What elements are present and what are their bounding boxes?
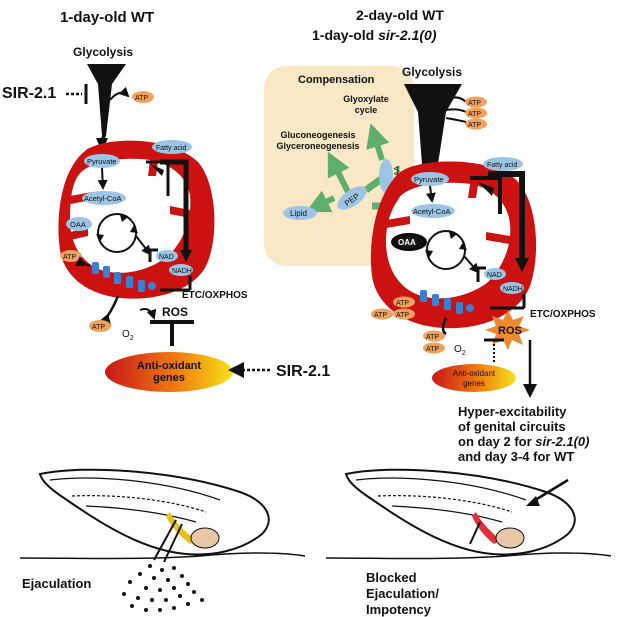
right-ros: ROS (498, 325, 522, 337)
right-tca-cycle (426, 230, 466, 270)
left-nad (156, 250, 178, 262)
left-oaa (66, 217, 92, 231)
svg-text:ATP: ATP (374, 312, 387, 319)
svg-text:Anti-oxidant: Anti-oxidant (137, 360, 201, 372)
svg-text:OAA: OAA (398, 238, 416, 247)
svg-text:ATP: ATP (396, 300, 409, 307)
right-spicule-red (472, 512, 500, 544)
svg-text:ATP: ATP (426, 346, 439, 353)
right-oaa-dark (391, 233, 427, 251)
left-glycolysis-arrow (87, 64, 126, 150)
svg-text:ATP: ATP (92, 324, 105, 331)
left-acetyl-coa (82, 191, 126, 205)
right-pep (337, 186, 367, 210)
svg-text:ATP: ATP (396, 312, 409, 319)
left-pyruvate (84, 154, 120, 168)
svg-text:ATP: ATP (468, 111, 481, 118)
left-panel: 1-day-old WT Glycolysis SIR-2.1 ATP Fatt… (2, 9, 330, 392)
svg-text:Acetyl-CoA: Acetyl-CoA (84, 194, 122, 203)
svg-text:ATP: ATP (63, 254, 76, 261)
left-atp-top (132, 91, 154, 103)
right-pyruvate (411, 172, 449, 186)
svg-text:Pyruvate: Pyruvate (87, 157, 117, 166)
svg-text:OAA: OAA (70, 220, 86, 229)
svg-text:Lipid: Lipid (290, 209, 307, 218)
right-oaa-vertical (379, 159, 393, 193)
left-atp-bottom (89, 320, 111, 332)
left-nadh (169, 264, 193, 276)
right-outcome: Blocked Ejaculation/ Impotency (366, 570, 443, 617)
right-acetyl-coa (411, 204, 455, 218)
svg-text:NADH: NADH (503, 286, 523, 293)
right-fatty-acid (483, 157, 523, 171)
left-male-tail: Ejaculation (19, 468, 306, 612)
svg-text:genes: genes (153, 372, 185, 384)
left-ros: ROS (162, 305, 188, 319)
left-glycolysis-label: Glycolysis (73, 45, 133, 59)
left-fatty-acid (152, 140, 192, 154)
right-o2: O2 (454, 344, 466, 357)
svg-text:ATP: ATP (426, 334, 439, 341)
right-male-tail: Blocked Ejaculation/ Impotency (325, 468, 612, 617)
svg-text:OAA: OAA (392, 166, 401, 182)
svg-text:genes: genes (463, 379, 485, 388)
right-antioxidant-genes (432, 364, 516, 392)
left-title: 1-day-old WT (60, 9, 154, 26)
right-nadh (500, 282, 524, 294)
svg-text:ATP: ATP (468, 122, 481, 129)
left-sir-inhibitor-label: SIR-2.1 (2, 85, 56, 102)
left-o2: O2 (122, 329, 134, 342)
svg-text:NAD: NAD (159, 254, 174, 261)
right-nad (484, 268, 506, 280)
right-glycolysis-label: Glycolysis (402, 65, 462, 79)
left-etc-complexes (92, 262, 156, 292)
left-etc-label: ETC/OXPHOS (182, 290, 248, 301)
right-etc-label: ETC/OXPHOS (530, 309, 596, 320)
svg-text:Pyruvate: Pyruvate (414, 175, 444, 184)
right-glycolysis-arrow (404, 84, 462, 180)
right-atp-cluster: ATP ATP ATP ATP ATP (371, 296, 445, 354)
compensation-label: Compensation (298, 74, 375, 86)
right-title-1: 2-day-old WT (356, 7, 444, 23)
svg-text:Fatty acid: Fatty acid (487, 162, 517, 169)
svg-text:Fatty acid: Fatty acid (156, 145, 186, 152)
svg-text:ATP: ATP (135, 95, 148, 102)
svg-text:NADH: NADH (172, 268, 192, 275)
right-lipid (283, 206, 317, 220)
right-panel: 2-day-old WT 1-day-old sir-2.1(0) Compen… (264, 7, 596, 506)
svg-text:Acetyl-CoA: Acetyl-CoA (413, 207, 451, 216)
right-atp-top-group: ATP ATP ATP (465, 96, 487, 130)
left-tca-cycle (97, 213, 137, 253)
left-sir-activation-arrow (228, 362, 244, 378)
left-antioxidant-genes (105, 352, 233, 392)
left-outcome: Ejaculation (22, 576, 91, 591)
right-etc-complexes (420, 290, 474, 314)
svg-text:NAD: NAD (487, 272, 502, 279)
svg-text:ATP: ATP (468, 100, 481, 107)
right-title-2: 1-day-old sir-2.1(0) (312, 27, 437, 43)
sperm-dots (122, 564, 204, 612)
hyper-to-tail-arrow (526, 496, 540, 506)
left-sir-activator-label: SIR-2.1 (276, 363, 330, 380)
hyperexcitability-text: Hyper-excitability of genital circuits o… (458, 404, 593, 464)
svg-text:Anti-oxidant: Anti-oxidant (453, 369, 496, 378)
ros-to-hyperexcitability-arrow (523, 384, 537, 398)
